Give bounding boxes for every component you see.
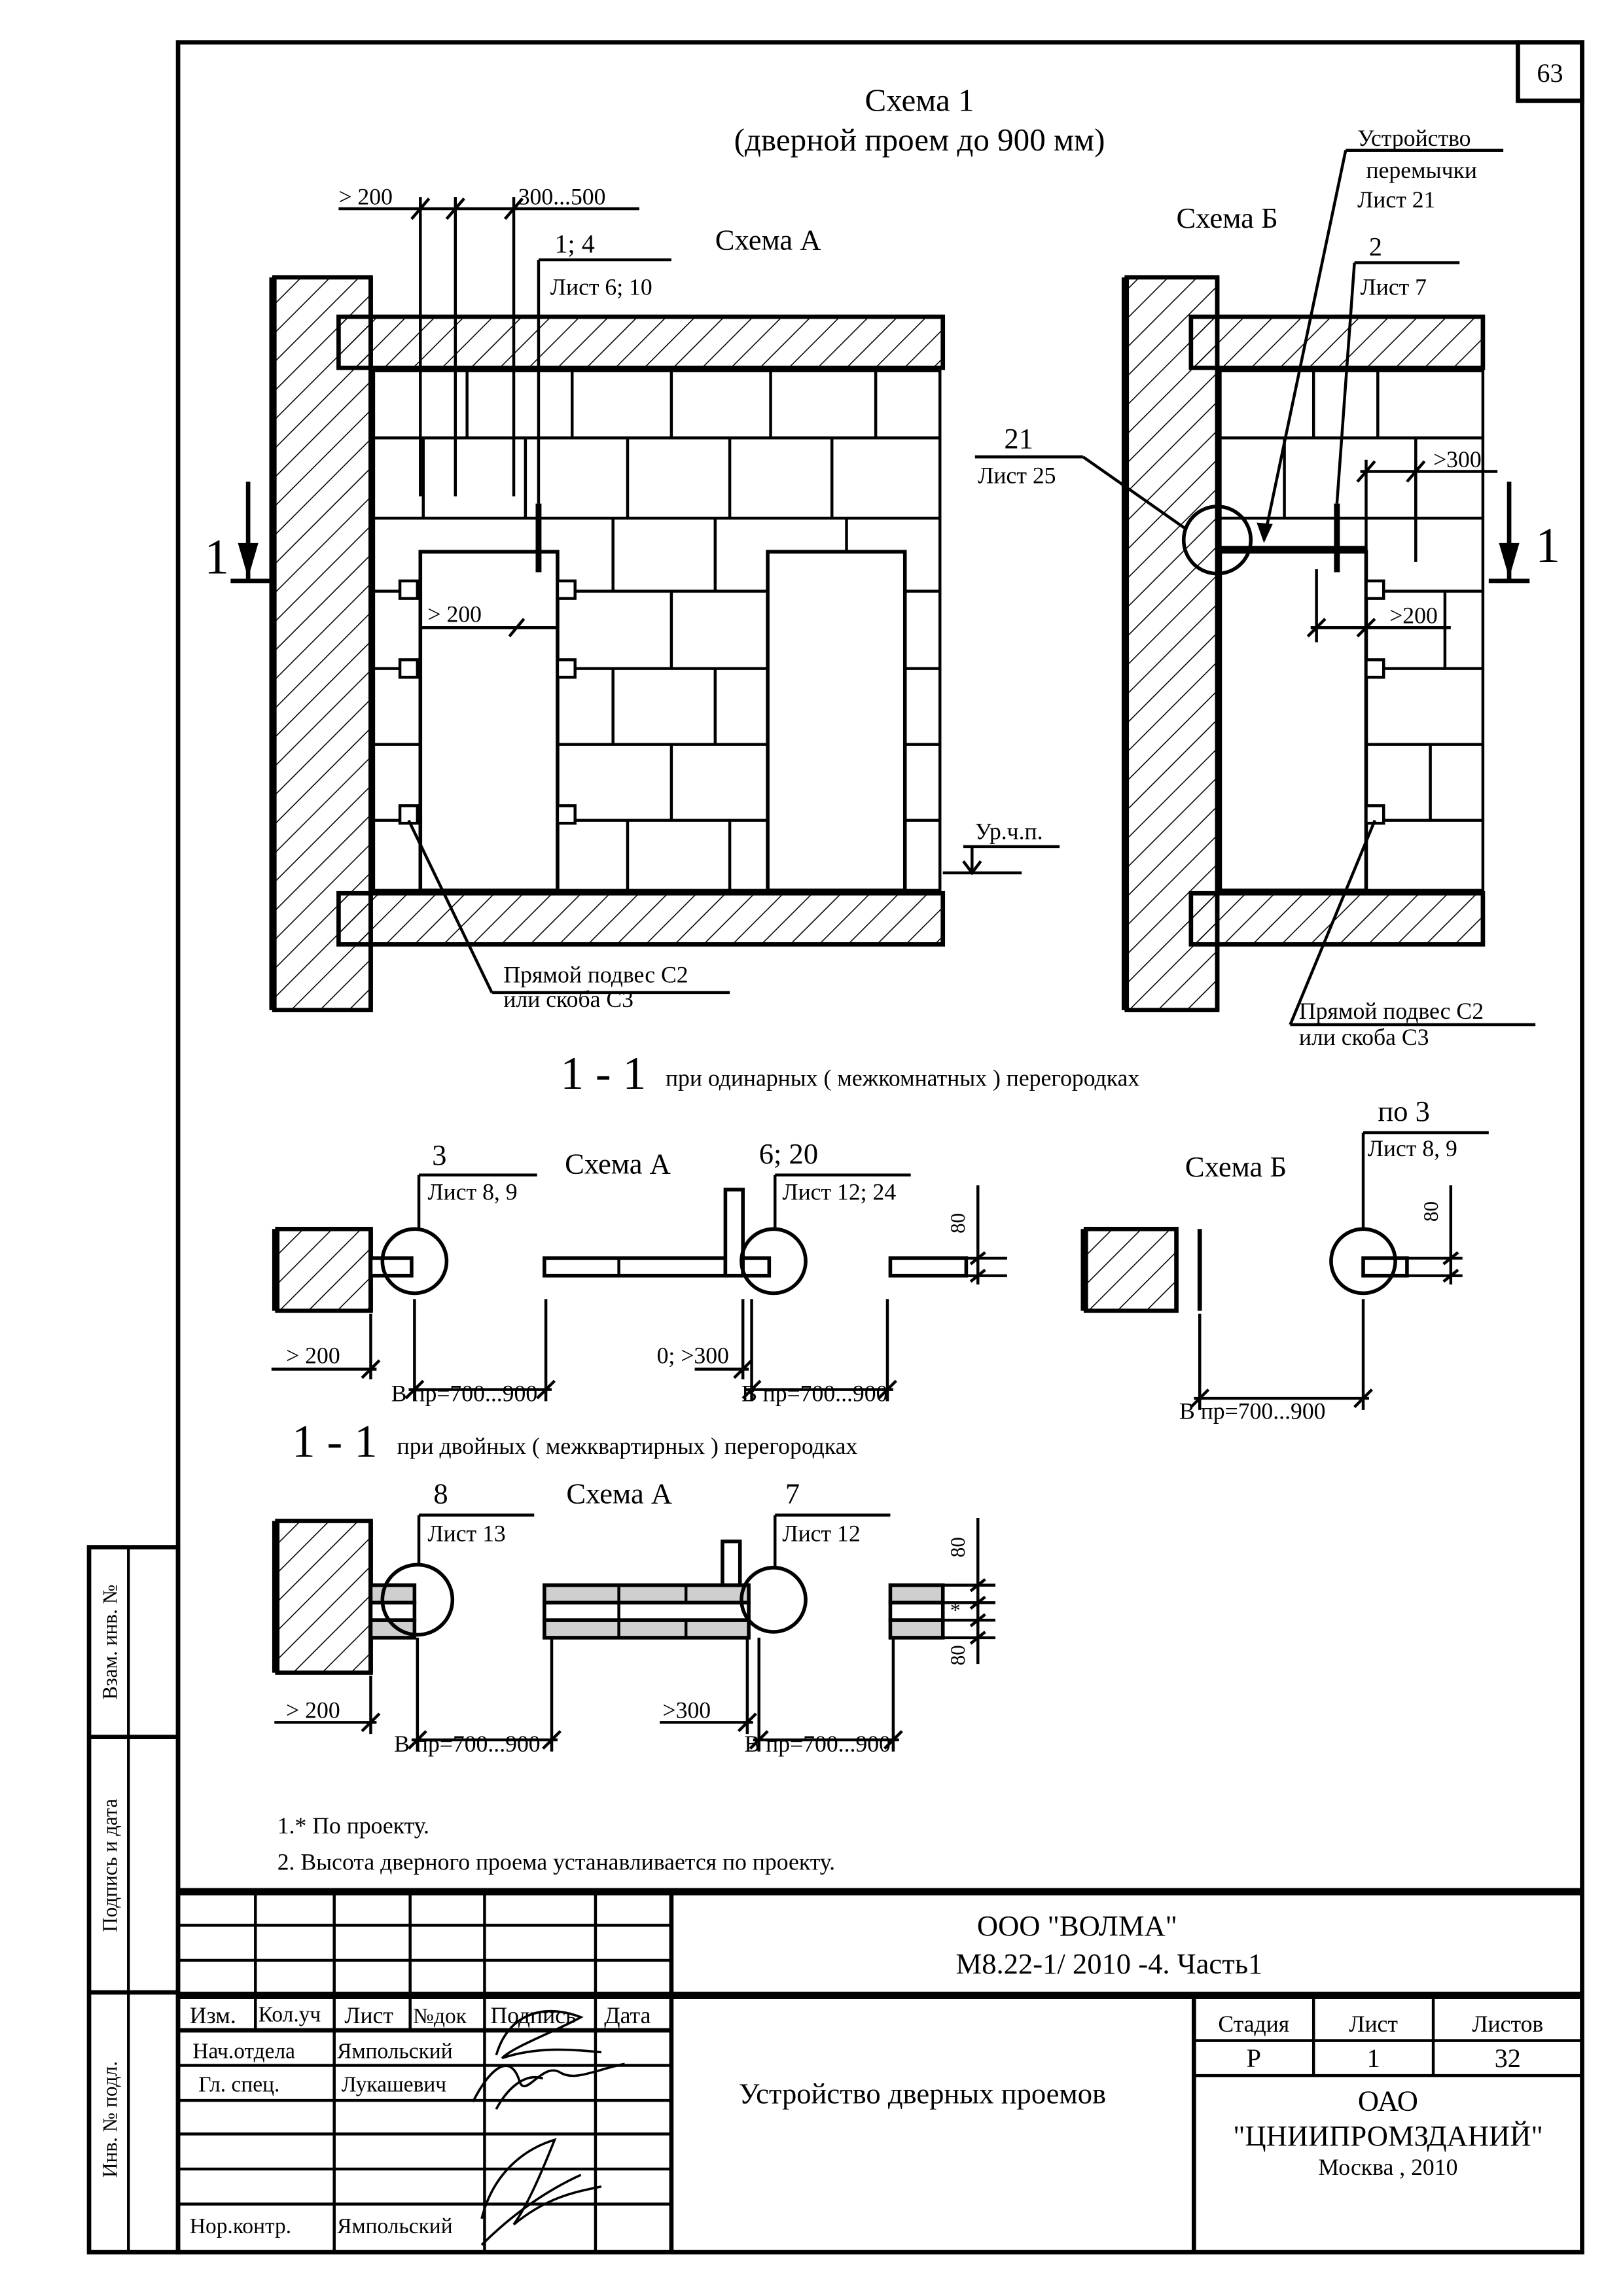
- dim-bpr-single-3: В пр=700...900: [1179, 1398, 1326, 1424]
- section-single-title: 1 - 1: [560, 1048, 646, 1099]
- dim-80-single: 80: [946, 1213, 969, 1233]
- tb-name-5: Ямпольский: [337, 2214, 453, 2238]
- lintel-label-2: перемычки: [1366, 157, 1476, 183]
- scheme-title: Схема 1: [865, 82, 974, 118]
- tb-code: М8.22-1/ 2010 -4. Часть1: [956, 1947, 1263, 1980]
- elevation-scheme-b-label: Схема Б: [1177, 202, 1278, 234]
- stamp-sign-date: Подпись и дата: [98, 1799, 121, 1932]
- section-double-subtitle: при двойных ( межквартирных ) перегородк…: [397, 1433, 858, 1459]
- ref-list-7: Лист 7: [1361, 274, 1427, 300]
- ref-list-8-9-b: Лист 8, 9: [1368, 1135, 1457, 1161]
- lintel-label-3: Лист 21: [1357, 186, 1435, 213]
- ref-3: 3: [432, 1139, 446, 1171]
- elevation-scheme-a-label: Схема А: [715, 223, 821, 256]
- tb-col-list: Лист: [344, 2002, 393, 2028]
- tb-stage-label: Стадия: [1218, 2011, 1289, 2037]
- note-1: 1.* По проекту.: [277, 1812, 429, 1839]
- dim-gt200-top: > 200: [338, 183, 393, 209]
- ref-8: 8: [433, 1477, 448, 1510]
- tb-sheets: 32: [1495, 2043, 1521, 2073]
- tb-col-date: Дата: [604, 2002, 651, 2028]
- tb-sheets-label: Листов: [1472, 2011, 1543, 2037]
- dim-bpr-double-2: В пр=700...900: [744, 1731, 891, 1757]
- section-single: 1 - 1 при одинарных ( межкомнатных ) пер…: [271, 1048, 1489, 1424]
- dim-gt200-single: > 200: [286, 1343, 340, 1369]
- ref-2: 2: [1369, 232, 1382, 261]
- scheme-subtitle: (дверной проем до 900 мм): [734, 122, 1105, 158]
- dim-gt300-b: >300: [1433, 446, 1482, 472]
- tb-name-1: Ямпольский: [337, 2039, 453, 2063]
- tb-role-2: Гл. спец.: [198, 2073, 279, 2097]
- page-number: 63: [1537, 58, 1563, 88]
- tb-role-5: Нор.контр.: [190, 2214, 291, 2238]
- dim-80-double-bot: 80: [946, 1645, 969, 1665]
- tb-company-2: "ЦНИИПРОМЗДАНИЙ": [1233, 2119, 1543, 2152]
- section-double-title: 1 - 1: [292, 1415, 378, 1467]
- signature-marks: [471, 2009, 625, 2246]
- floor-level-label: Ур.ч.п.: [975, 819, 1043, 845]
- ref-list-12-24: Лист 12; 24: [782, 1179, 896, 1205]
- hanger-label-a-2: или скоба С3: [503, 986, 633, 1012]
- tb-name-2: Лукашевич: [342, 2073, 446, 2097]
- side-stamp: Взам. инв. № Подпись и дата Инв. № подл.: [86, 1545, 181, 2255]
- stamp-orig-inv: Инв. № подл.: [98, 2061, 121, 2178]
- ref-list-12: Лист 12: [782, 1521, 860, 1547]
- ref-7: 7: [785, 1477, 800, 1510]
- ref-list-8-9: Лист 8, 9: [427, 1179, 517, 1205]
- dim-gt200-double: > 200: [286, 1697, 340, 1723]
- dim-gt300-double: >300: [663, 1697, 711, 1723]
- hanger-label-b-2: или скоба С3: [1299, 1024, 1429, 1050]
- ref-21: 21: [1004, 422, 1033, 455]
- elevation-scheme-b: >300 >200 Схема Б 2 Лист 7 Устройство пе…: [974, 125, 1560, 1050]
- title-block: Изм. Кол.уч Лист №док Подпись Дата Нач.о…: [178, 1888, 1582, 2253]
- dim-star: *: [950, 1599, 961, 1622]
- section-double: 1 - 1 при двойных ( межквартирных ) пере…: [272, 1415, 996, 1757]
- dim-bpr-single-2: В пр=700...900: [741, 1381, 888, 1407]
- tb-sheet-title: Устройство дверных проемов: [739, 2077, 1106, 2110]
- section-single-scheme-a: Схема А: [565, 1148, 671, 1180]
- tb-city: Москва , 2010: [1318, 2154, 1457, 2180]
- ref-list-6-10: Лист 6; 10: [550, 274, 652, 300]
- note-2: 2. Высота дверного проема устанавливаетс…: [277, 1849, 835, 1875]
- ref-list-25: Лист 25: [978, 462, 1056, 488]
- hanger-label-a-1: Прямой подвес С2: [503, 961, 688, 987]
- dim-300-500: 300...500: [518, 183, 606, 209]
- tb-col-ndok: №док: [413, 2004, 467, 2028]
- tb-stage: Р: [1247, 2043, 1261, 2073]
- ref-po3: по 3: [1378, 1095, 1430, 1127]
- section-single-subtitle: при одинарных ( межкомнатных ) перегород…: [666, 1065, 1139, 1091]
- dim-80-single-b: 80: [1419, 1201, 1442, 1222]
- tb-col-izm: Изм.: [190, 2002, 236, 2028]
- tb-sheet-label: Лист: [1349, 2011, 1398, 2037]
- sheet-frame: 63: [175, 40, 1584, 2255]
- section-single-scheme-b: Схема Б: [1185, 1150, 1287, 1183]
- elevation-scheme-a: > 200 300...500 > 200 1; 4 Лист 6; 10 Сх…: [204, 183, 1060, 1012]
- dim-bpr-double-1: В пр=700...900: [394, 1731, 541, 1757]
- ref-list-13: Лист 13: [427, 1521, 505, 1547]
- dim-bpr-single-1: В пр=700...900: [391, 1381, 538, 1407]
- dim-gt200-b: >200: [1389, 603, 1438, 629]
- ref-6-20: 6; 20: [759, 1137, 818, 1170]
- dim-gt200-door: > 200: [427, 601, 482, 627]
- tb-sheet: 1: [1367, 2043, 1380, 2073]
- tb-col-kol: Кол.уч: [259, 2003, 321, 2027]
- tb-col-sign: Подпись: [490, 2002, 576, 2028]
- section-double-scheme-a: Схема А: [566, 1477, 672, 1510]
- hanger-label-b-1: Прямой подвес С2: [1299, 998, 1484, 1024]
- section-mark-left: 1: [204, 530, 229, 585]
- dim-80-double-top: 80: [946, 1537, 969, 1557]
- lintel-label-1: Устройство: [1357, 125, 1471, 151]
- dim-0-gt300: 0; >300: [657, 1343, 729, 1369]
- section-mark-right: 1: [1535, 518, 1560, 573]
- tb-role-1: Нач.отдела: [192, 2039, 295, 2063]
- stamp-replace-inv: Взам. инв. №: [98, 1585, 121, 1700]
- tb-org: ООО "ВОЛМА": [977, 1909, 1177, 1942]
- ref-1-4: 1; 4: [554, 229, 594, 258]
- tb-company-1: ОАО: [1358, 2085, 1418, 2117]
